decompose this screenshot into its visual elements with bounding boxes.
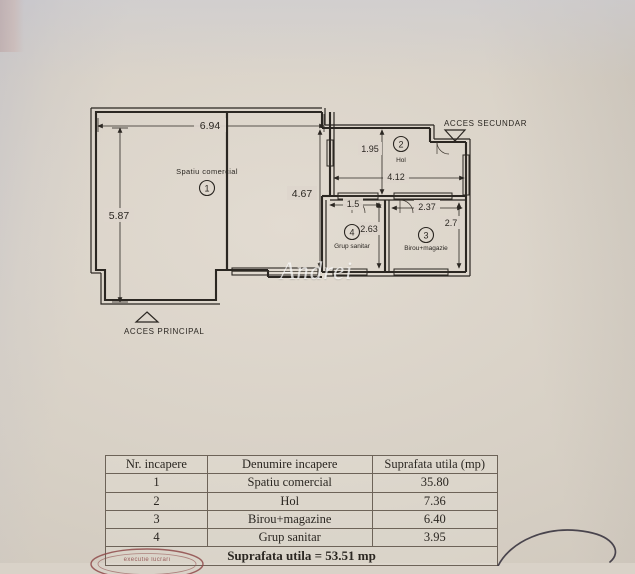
room-marker-3: 3 [423,231,428,241]
cell-name: Birou+magazine [207,510,372,528]
acces-principal-arrow-icon [136,312,158,322]
dim-bath-horiz: 1.5 [347,199,360,209]
cell-name: Hol [207,492,372,510]
col-header-area: Suprafata utila (mp) [372,456,497,474]
dim-mid-vert: 4.67 [292,188,313,200]
dim-left-main: 5.87 [109,210,130,222]
cell-nr: 3 [106,510,208,528]
dim-top-main: 6.94 [200,120,221,132]
table-row: 1 Spatiu comercial 35.80 [106,474,498,492]
room-schedule-table: Nr. incapere Denumire incapere Suprafata… [105,455,498,566]
acces-principal-label: ACCES PRINCIPAL [124,327,204,336]
cell-nr: 4 [106,529,208,547]
room-schedule-table-wrapper: Nr. incapere Denumire incapere Suprafata… [105,455,498,566]
room-label-2: Hol [396,157,406,164]
room-label-1: Spatiu comercial [176,167,238,176]
dim-hol-horiz: 4.12 [387,172,405,182]
cell-area: 35.80 [372,474,497,492]
cell-name: Grup sanitar [207,529,372,547]
cell-nr: 2 [106,492,208,510]
table-header-row: Nr. incapere Denumire incapere Suprafata… [106,456,498,474]
table-row: 3 Birou+magazine 6.40 [106,510,498,528]
room-label-4: Grup sanitar [334,243,371,250]
cell-area: 7.36 [372,492,497,510]
dim-office-vert: 2.7 [445,218,458,228]
room-marker-2: 2 [398,140,403,150]
table-row: 2 Hol 7.36 [106,492,498,510]
room-label-3: Birou+magazie [404,245,448,252]
dim-bath-vert: 2.63 [360,224,378,234]
room-marker-4: 4 [349,228,354,238]
dim-office-horiz: 2.37 [418,202,436,212]
table-row: 4 Grup sanitar 3.95 [106,529,498,547]
col-header-name: Denumire incapere [207,456,372,474]
room-marker-1: 1 [204,184,209,194]
cell-nr: 1 [106,474,208,492]
cell-name: Spatiu comercial [207,474,372,492]
acces-secundar-label: ACCES SECUNDAR [444,119,527,128]
dim-hol-vert: 1.95 [361,144,379,154]
col-header-nr: Nr. incapere [106,456,208,474]
cell-area: 6.40 [372,510,497,528]
cell-area: 3.95 [372,529,497,547]
